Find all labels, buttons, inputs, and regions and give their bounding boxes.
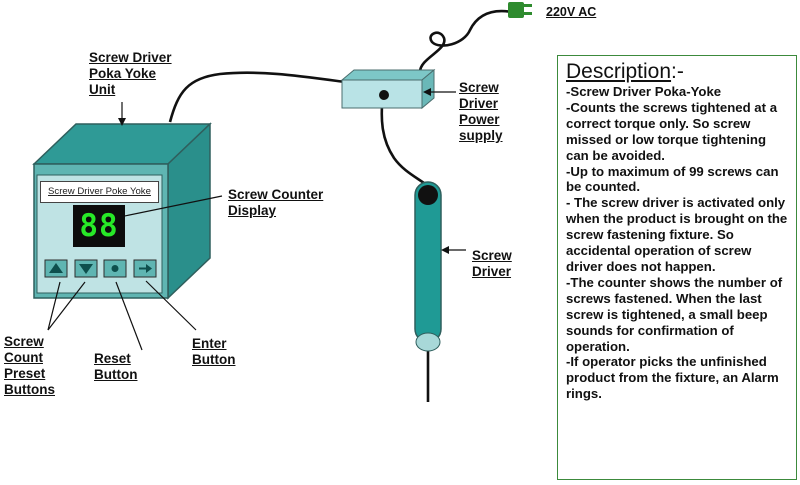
screw-counter-display: 88 <box>73 205 125 247</box>
preset-down-button[interactable] <box>74 259 98 278</box>
screw-driver <box>414 181 442 352</box>
supply-to-driver-cable <box>380 94 429 188</box>
plug-cable <box>418 9 513 73</box>
description-item: -Screw Driver Poka-Yoke <box>566 84 722 99</box>
description-item: -If operator picks the unfinished produc… <box>566 354 779 402</box>
display-digits: 88 <box>79 208 119 244</box>
description-item: -Counts the screws tightened at a correc… <box>566 99 778 163</box>
description-box: Description:- -Screw Driver Poka-Yoke -C… <box>557 55 797 480</box>
description-item: - The screw driver is activated only whe… <box>566 195 788 274</box>
description-item: -Up to maximum of 99 screws can be count… <box>566 163 779 195</box>
callout-lines <box>47 91 466 351</box>
power-label: 220V AC <box>546 5 597 19</box>
unit-to-supply-cable <box>168 71 346 123</box>
power-plug-icon <box>508 2 532 18</box>
preset-up-button[interactable] <box>44 259 68 278</box>
unit-panel-title: Screw Driver Poke Yoke <box>40 181 159 203</box>
description-title: Description:- <box>566 60 684 83</box>
description-item: -The counter shows the number of screws … <box>566 274 783 354</box>
enter-button[interactable] <box>133 259 157 278</box>
reset-button[interactable] <box>103 259 127 278</box>
power-supply-box <box>340 68 436 110</box>
